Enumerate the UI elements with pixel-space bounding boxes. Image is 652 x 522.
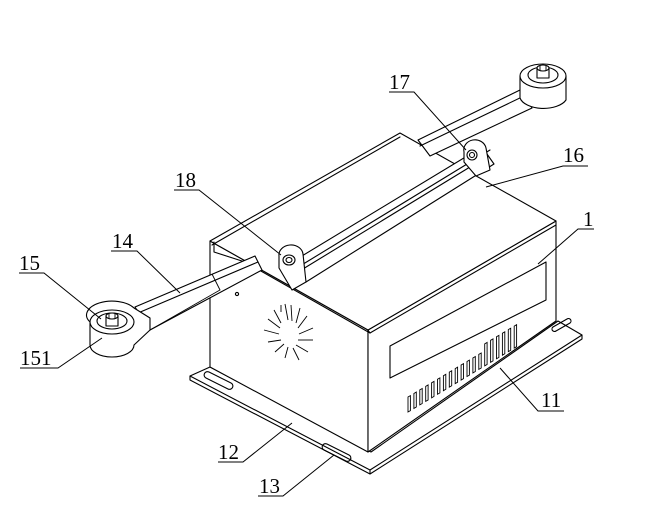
label-15: 15	[19, 251, 40, 275]
right-bushing	[519, 63, 567, 109]
mounting-slot-front	[321, 443, 352, 462]
vent-slot	[454, 366, 459, 385]
vent-slot	[448, 369, 453, 388]
mounting-slot-right	[551, 317, 572, 333]
vent-slot	[513, 323, 518, 349]
left-bushing	[86, 300, 151, 358]
vent-slot	[425, 384, 429, 403]
mounting-slot-left	[203, 371, 234, 390]
label-151: 151	[20, 346, 52, 370]
label-18: 18	[175, 168, 196, 192]
side-vent-slots	[407, 323, 518, 413]
vent-slot	[437, 377, 441, 396]
fan-vent-pattern	[234, 291, 314, 361]
vent-slot	[501, 331, 506, 356]
pivot-lug-right	[463, 139, 491, 177]
reference-numerals: 1 11 12 13 14 15 151 16 17 18	[19, 70, 594, 498]
pivot-lug-left	[278, 244, 307, 291]
vent-slot	[472, 355, 476, 374]
label-14: 14	[112, 229, 134, 253]
vent-slot	[460, 362, 464, 381]
vent-slot	[478, 352, 482, 371]
label-12: 12	[218, 440, 239, 464]
vent-slot	[407, 394, 411, 413]
vent-slot	[431, 380, 435, 399]
vent-slot	[484, 341, 488, 367]
label-13: 13	[259, 474, 280, 498]
leader-lines	[19, 91, 594, 497]
vent-slot	[413, 391, 417, 410]
vent-slot	[442, 373, 447, 392]
label-11: 11	[541, 388, 561, 412]
vent-slot	[490, 338, 494, 364]
label-17: 17	[389, 70, 410, 94]
label-16: 16	[563, 143, 584, 167]
hinge-tube	[291, 146, 495, 283]
vent-slot	[419, 387, 423, 406]
vent-slot	[496, 334, 500, 360]
vent-slot	[507, 327, 512, 353]
vent-slot	[466, 359, 470, 378]
right-arm	[417, 89, 533, 157]
label-1: 1	[583, 207, 594, 231]
